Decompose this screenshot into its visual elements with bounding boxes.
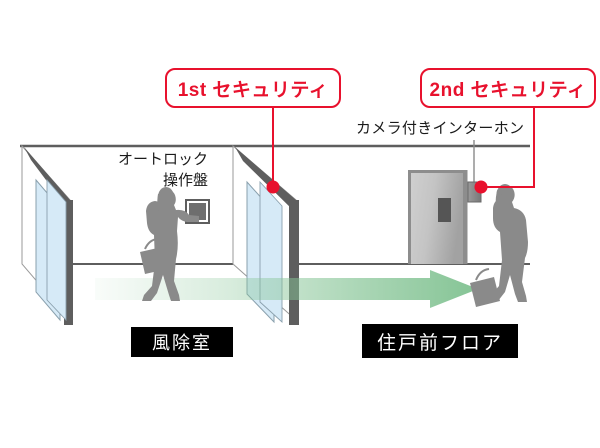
label-autolock-panel: オートロック 操作盤	[112, 150, 208, 192]
woman-at-autolock-panel	[140, 187, 199, 301]
flow-arrow	[95, 270, 478, 308]
label-camera-intercom: カメラ付きインターホン	[356, 121, 525, 137]
wall-outer-entrance	[21, 144, 73, 325]
marker-first-security	[266, 180, 280, 194]
marker-second-security	[474, 180, 488, 194]
woman-at-apartment-door	[470, 184, 528, 307]
callout-first-security[interactable]: 1st セキュリティ	[165, 68, 341, 108]
label-autolock-line2: 操作盤	[162, 173, 208, 189]
banner-dwelling-floor: 住戸前フロア	[362, 324, 518, 358]
apartment-entrance-door	[408, 170, 468, 264]
callout-second-security[interactable]: 2nd セキュリティ	[420, 68, 596, 108]
banner-vestibule: 風除室	[131, 327, 233, 357]
callout-leader-lines	[266, 104, 535, 194]
label-autolock-line1: オートロック	[117, 152, 208, 168]
